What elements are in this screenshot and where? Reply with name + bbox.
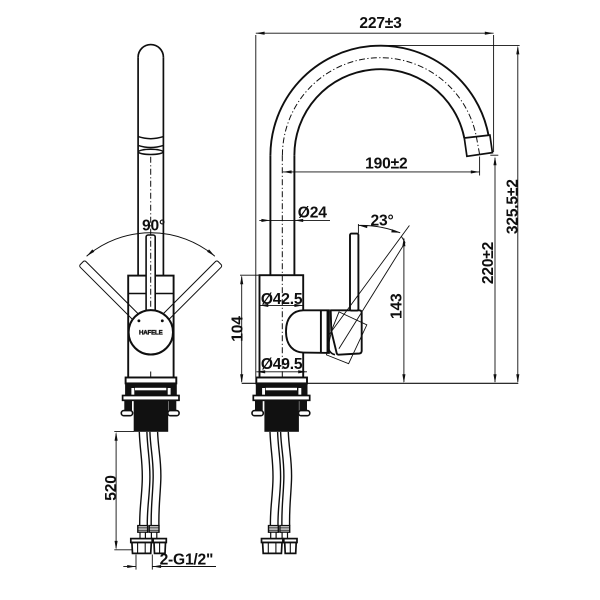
svg-text:227±3: 227±3 (359, 15, 402, 32)
svg-text:104: 104 (229, 316, 246, 342)
svg-text:2-G1/2": 2-G1/2" (160, 552, 214, 569)
svg-text:325.5±2: 325.5±2 (505, 179, 522, 234)
svg-text:220±2: 220±2 (480, 241, 497, 284)
svg-text:520: 520 (103, 475, 120, 501)
svg-text:Ø49.5: Ø49.5 (261, 356, 303, 373)
svg-text:Ø24: Ø24 (298, 205, 327, 222)
svg-text:143: 143 (389, 293, 406, 319)
svg-text:90°: 90° (142, 218, 165, 235)
svg-text:190±2: 190±2 (365, 155, 408, 172)
svg-text:Ø42.5: Ø42.5 (261, 291, 303, 308)
svg-text:23°: 23° (371, 212, 394, 229)
svg-text:HAFELE: HAFELE (139, 330, 163, 337)
